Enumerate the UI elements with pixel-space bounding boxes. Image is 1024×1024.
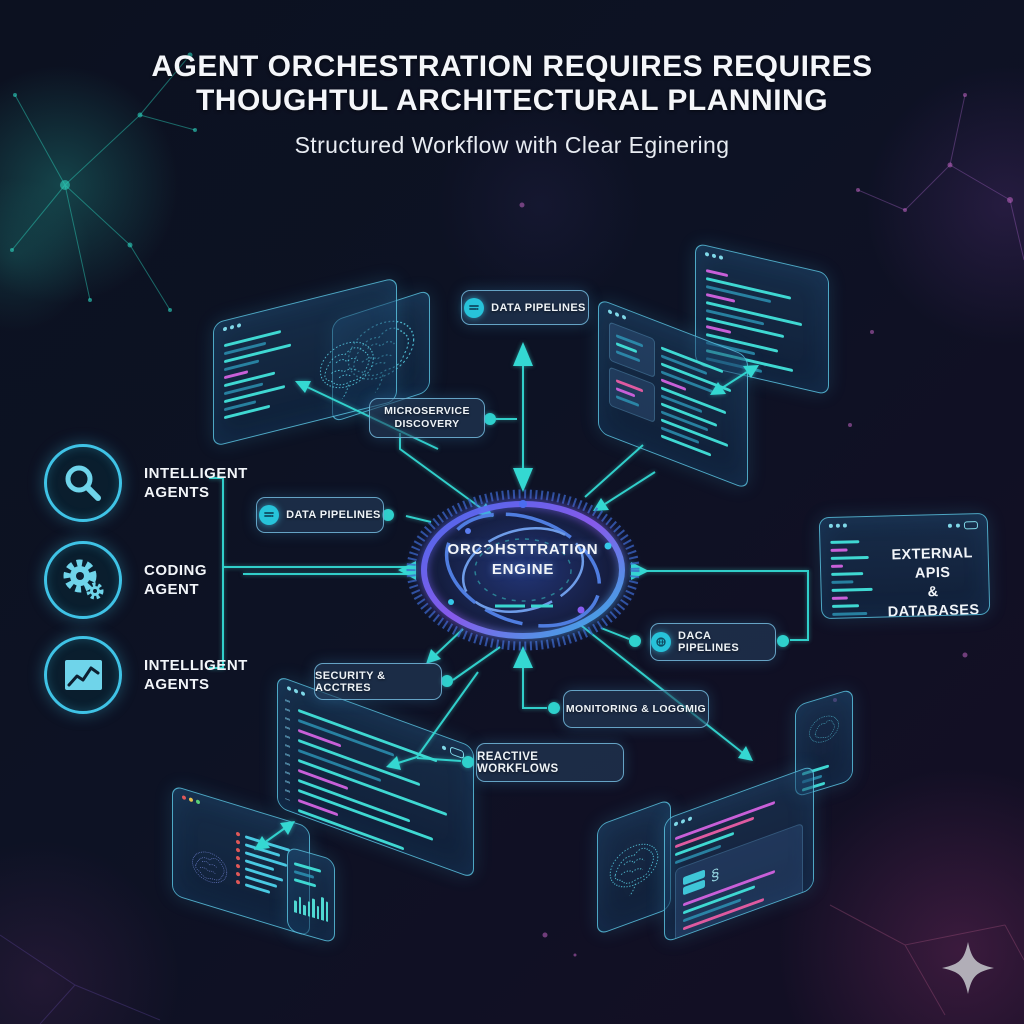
pipeline-icon xyxy=(464,297,485,318)
title-line-1: AGENT ORCHESTRATION REQUIRES REQUIRES xyxy=(151,50,873,83)
globe-icon xyxy=(651,632,671,652)
gears-icon xyxy=(44,541,122,619)
node-label: MONITORING & LOGGMIG xyxy=(565,703,707,715)
hub-label: ORCƆHSTTRATION ENGINE xyxy=(403,540,643,580)
node-daca-pipelines: DACA PIPELINES xyxy=(650,623,776,661)
node-monitoring-logging: MONITORING & LOGGMIG xyxy=(563,690,709,728)
node-microservice-discovery: MICROSERVICE DISCOVERY xyxy=(369,398,485,438)
node-label: REACTIVE WORKFLOWS xyxy=(477,750,559,775)
panel-bottom-right-brain xyxy=(597,798,671,936)
brain-wireframe-icon xyxy=(308,299,386,440)
node-data-pipelines-left: DATA PIPELINES xyxy=(256,497,384,533)
panel-external-apis: EXTERNAL APIS & DATABASES xyxy=(818,512,991,620)
brain-wireframe-icon xyxy=(609,843,659,897)
node-label: DATA PIPELINES xyxy=(491,301,586,314)
node-label: DACA PIPELINES xyxy=(678,630,740,654)
title-block: AGENT ORCHESTRATION REQUIRES REQUIRES TH… xyxy=(0,50,1024,158)
subtitle: Structured Workflow with Clear Eginering xyxy=(294,132,730,158)
node-label: SECURITY & ACCTRES xyxy=(315,669,386,694)
sparkle-icon xyxy=(942,942,994,994)
pipeline-icon xyxy=(259,505,280,525)
legend-intelligent-agents-1: INTELLIGENT AGENTS xyxy=(44,444,248,522)
orchestration-engine-hub: ORCƆHSTTRATION ENGINE xyxy=(403,486,643,654)
brain-wireframe-icon xyxy=(183,807,236,931)
legend-label: CODING AGENT xyxy=(144,562,207,598)
window-dots xyxy=(828,523,847,528)
legend-label: INTELLIGENT AGENTS xyxy=(144,657,248,693)
external-apis-line2: & DATABASES xyxy=(887,584,980,620)
legend-label: INTELLIGENT AGENTS xyxy=(144,465,248,501)
hub-label-line1: ORCƆHSTTRATION xyxy=(447,541,599,558)
code-lines xyxy=(830,534,888,619)
brain-wireframe-icon xyxy=(809,715,839,743)
node-label: DATA PIPELINES xyxy=(286,509,381,521)
legend-coding-agent: CODING AGENT xyxy=(44,541,207,619)
hub-rings xyxy=(403,486,643,654)
window-controls xyxy=(947,521,979,530)
node-reactive-workflows: REACTIVE WORKFLOWS xyxy=(476,743,624,782)
panel-bottom-right-small xyxy=(795,688,853,798)
panel-top-left-front xyxy=(213,277,397,447)
title-line-2: THOUGHTUL ARCHITECTURAL PLANNING xyxy=(195,84,829,117)
external-apis-line1: EXTERNAL APIS xyxy=(891,545,973,582)
node-security-access: SECURITY & ACCTRES xyxy=(314,663,442,700)
chart-icon xyxy=(44,636,122,714)
magnifier-icon xyxy=(44,444,122,522)
hub-label-line2: ENGINE xyxy=(491,561,555,578)
node-data-pipelines-top: DATA PIPELINES xyxy=(461,290,589,325)
panel-bottom-corner xyxy=(172,784,310,938)
node-label: MICROSERVICE DISCOVERY xyxy=(384,405,470,430)
legend-intelligent-agents-2: INTELLIGENT AGENTS xyxy=(44,636,248,714)
external-apis-label: EXTERNAL APIS & DATABASES xyxy=(886,532,980,619)
